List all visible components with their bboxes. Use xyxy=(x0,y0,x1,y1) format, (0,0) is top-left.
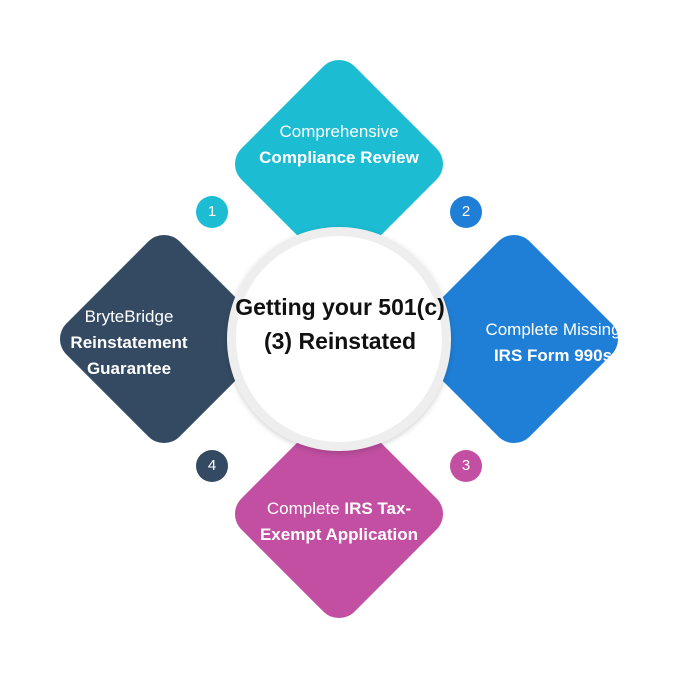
step-2-badge xyxy=(445,191,487,233)
step-3-badge xyxy=(445,445,487,487)
step-1-badge xyxy=(191,191,233,233)
step-1-line1: Comprehensive xyxy=(279,122,399,141)
step-4-line3: Guarantee xyxy=(86,359,172,378)
segment-4-diamond xyxy=(59,234,269,444)
step-3-line2: Exempt Application xyxy=(259,525,419,544)
step-2-line1: Complete Missing xyxy=(485,320,621,339)
step-3-number: 3 xyxy=(461,457,471,474)
step-1-number: 1 xyxy=(207,203,217,220)
step-1-line2: Compliance Review xyxy=(259,148,419,167)
segment-2-diamond xyxy=(409,234,619,444)
step-2-label: Complete Missing IRS Form 990s xyxy=(458,317,648,369)
step-2-number: 2 xyxy=(461,203,471,220)
step-4-badge xyxy=(191,445,233,487)
step-4-line1: BryteBridge xyxy=(84,307,174,326)
center-title: Getting your 501(c)(3) Reinstated xyxy=(235,294,445,354)
step-4-line2: Reinstatement xyxy=(70,333,188,352)
step-3-line1-bold: IRS Tax- xyxy=(344,499,412,518)
step-4-number: 4 xyxy=(207,457,217,474)
segment-3-diamond xyxy=(234,409,444,619)
segment-1-diamond xyxy=(234,59,444,269)
step-3-label: Complete IRS Tax- Exempt Application xyxy=(219,496,459,548)
step-3-line1-plain: Complete xyxy=(266,499,345,518)
center-circle xyxy=(227,227,451,451)
step-4-label: BryteBridge Reinstatement Guarantee xyxy=(34,304,224,382)
step-2-line2: IRS Form 990s xyxy=(493,346,613,365)
step-1-label: Comprehensive Compliance Review xyxy=(229,119,449,171)
step-3-line1: Complete IRS Tax- xyxy=(219,496,459,522)
